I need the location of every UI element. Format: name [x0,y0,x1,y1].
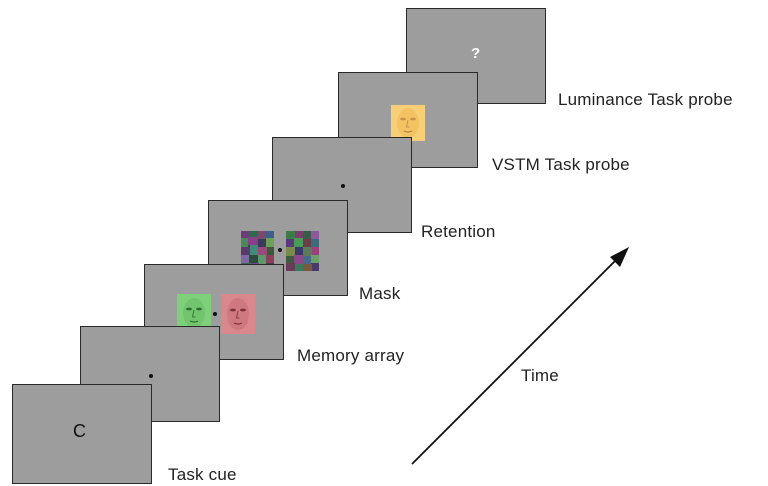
task-cue-label: Task cue [168,465,237,484]
time-label: Time [521,366,559,385]
fixation-dot [278,248,282,252]
cue-letter: C [73,421,86,441]
red-face-image [221,294,255,334]
fixation-dot [213,312,217,316]
luminance-probe-label: Luminance Task probe [558,90,733,109]
memory-array-label: Memory array [297,346,405,365]
retention-label: Retention [421,222,496,241]
probe-question-mark: ? [471,45,481,62]
task-cue-screen: C [12,384,152,484]
yellow-face-image [391,105,425,141]
fixation-dot [341,184,345,188]
mask-label: Mask [359,284,401,303]
time-arrow [411,247,629,465]
right-noise-mask [286,231,319,271]
fixation-dot [149,374,153,378]
vstm-probe-label: VSTM Task probe [492,155,630,174]
green-face-image [177,294,211,332]
